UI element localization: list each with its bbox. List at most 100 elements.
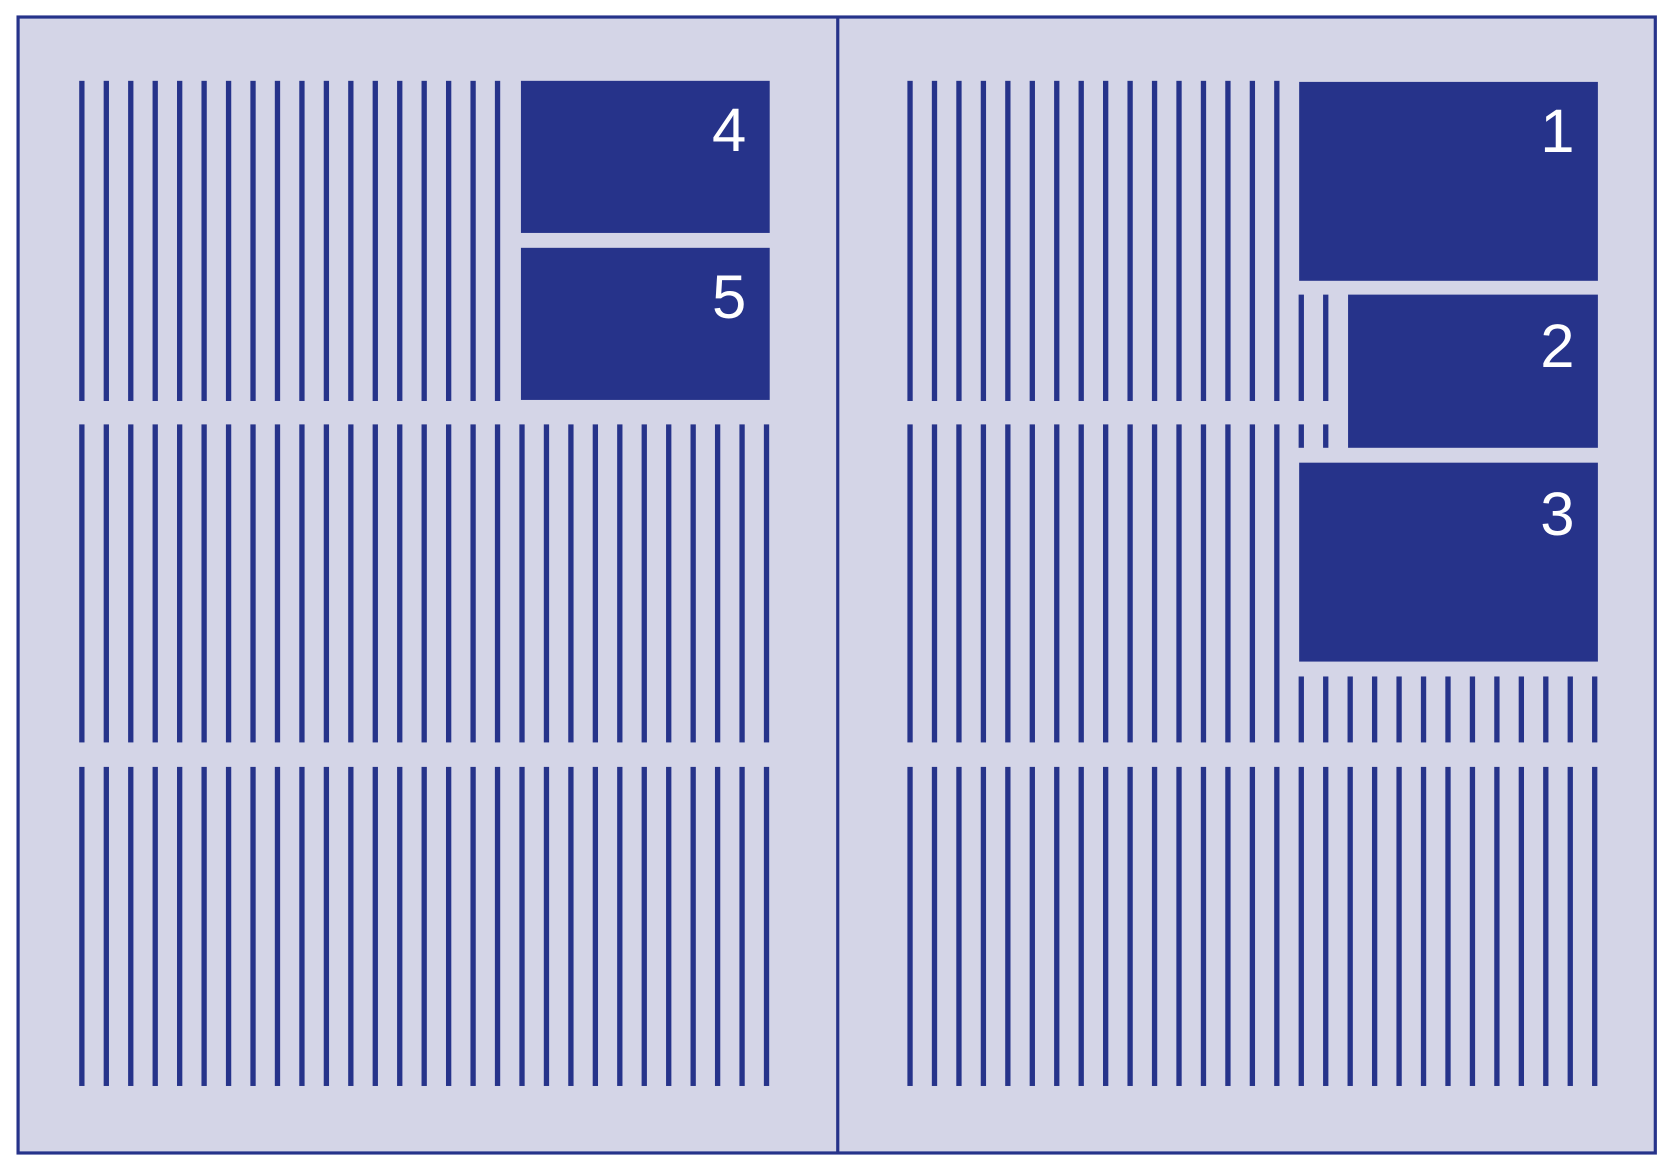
- text-line: [1469, 766, 1476, 1086]
- text-line: [421, 766, 427, 1086]
- text-line: [1371, 676, 1378, 743]
- text-line: [201, 80, 207, 401]
- text-line: [201, 424, 207, 743]
- text-line: [980, 766, 987, 1086]
- text-line: [1592, 676, 1598, 743]
- text-line: [421, 80, 427, 401]
- text-line: [1225, 80, 1231, 401]
- text-line: [250, 766, 256, 1086]
- text-line: [1103, 424, 1109, 743]
- text-line: [274, 766, 281, 1086]
- text-line: [421, 424, 427, 743]
- text-line: [397, 80, 403, 401]
- text-line: [519, 766, 525, 1086]
- text-line: [1029, 766, 1035, 1086]
- text-line: [1151, 424, 1158, 743]
- text-line: [372, 80, 378, 401]
- text-line: [470, 424, 476, 743]
- box-number-2: 2: [1540, 312, 1574, 381]
- text-line: [299, 766, 305, 1086]
- text-line: [931, 424, 938, 743]
- text-line: [494, 424, 501, 743]
- text-line: [907, 424, 913, 743]
- text-line: [568, 424, 574, 743]
- text-line: [1298, 424, 1304, 448]
- text-lines: [79, 80, 1598, 1086]
- text-line: [1592, 766, 1598, 1086]
- text-line: [543, 424, 550, 743]
- text-line: [274, 80, 281, 401]
- text-line: [690, 766, 696, 1086]
- text-line: [103, 80, 109, 401]
- text-line: [103, 424, 109, 743]
- text-line: [348, 424, 354, 743]
- text-line: [666, 766, 672, 1086]
- text-line: [1078, 80, 1084, 401]
- box-number-3: 3: [1540, 480, 1574, 549]
- text-line: [201, 766, 207, 1086]
- image-box-5: 5: [520, 247, 770, 400]
- text-line: [1151, 80, 1158, 401]
- text-line: [1029, 80, 1035, 401]
- text-line: [79, 80, 85, 401]
- text-line: [1323, 294, 1329, 401]
- text-line: [1347, 676, 1353, 743]
- text-line: [1567, 676, 1573, 743]
- text-line: [274, 424, 281, 743]
- text-line: [1543, 766, 1549, 1086]
- text-line: [931, 80, 938, 401]
- text-line: [225, 766, 232, 1086]
- text-line: [1225, 424, 1231, 743]
- text-line: [666, 424, 672, 743]
- text-line: [1567, 766, 1573, 1086]
- text-line: [1396, 676, 1402, 743]
- text-line: [1494, 766, 1500, 1086]
- text-line: [128, 424, 134, 743]
- box-number-1: 1: [1540, 97, 1574, 166]
- box-number-4: 4: [712, 96, 746, 165]
- text-line: [739, 424, 745, 743]
- text-line: [1054, 80, 1060, 401]
- text-line: [1371, 766, 1378, 1086]
- text-line: [1298, 676, 1304, 743]
- text-line: [592, 766, 599, 1086]
- text-line: [323, 766, 330, 1086]
- text-line: [1323, 424, 1329, 448]
- text-line: [225, 424, 232, 743]
- text-line: [690, 424, 696, 743]
- text-line: [470, 766, 476, 1086]
- text-line: [1127, 424, 1133, 743]
- text-line: [1323, 766, 1329, 1086]
- text-line: [128, 80, 134, 401]
- text-line: [763, 766, 770, 1086]
- text-line: [1103, 80, 1109, 401]
- text-line: [299, 80, 305, 401]
- text-line: [79, 766, 85, 1086]
- text-line: [397, 766, 403, 1086]
- text-line: [1127, 766, 1133, 1086]
- text-line: [1054, 424, 1060, 743]
- text-line: [1298, 766, 1304, 1086]
- text-line: [980, 424, 987, 743]
- text-line: [1347, 766, 1353, 1086]
- text-line: [1298, 294, 1304, 401]
- text-line: [323, 424, 330, 743]
- box-number-5: 5: [712, 263, 746, 332]
- text-line: [956, 424, 962, 743]
- text-line: [1005, 424, 1011, 743]
- text-line: [152, 766, 158, 1086]
- text-line: [177, 424, 183, 743]
- text-line: [1200, 766, 1207, 1086]
- text-line: [931, 766, 938, 1086]
- text-line: [79, 424, 85, 743]
- text-line: [568, 766, 574, 1086]
- image-box-3: 3: [1299, 462, 1598, 662]
- text-line: [1151, 766, 1158, 1086]
- text-line: [397, 424, 403, 743]
- text-line: [641, 424, 647, 743]
- text-line: [1543, 676, 1549, 743]
- text-line: [907, 766, 913, 1086]
- image-box-2: 2: [1348, 294, 1598, 448]
- text-line: [445, 80, 452, 401]
